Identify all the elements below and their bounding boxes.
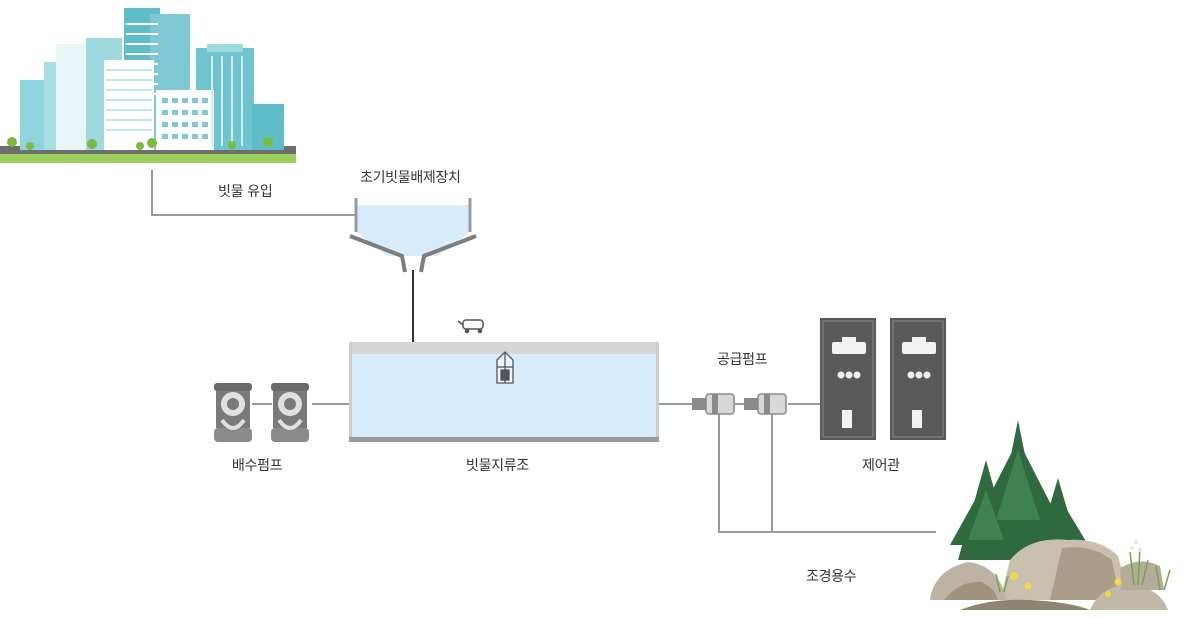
rain-inflow-label: 빗물 유입 <box>218 184 273 200</box>
supply-pump-label: 공급펌프 <box>717 352 768 368</box>
drain-pump-label: 배수펌프 <box>232 458 283 474</box>
first-flush-device-label: 초기빗물배제장치 <box>360 170 461 186</box>
drain-pump-icon <box>214 383 309 442</box>
garden-trees-icon <box>930 420 1171 610</box>
control-panel-icon <box>820 318 946 440</box>
float-valve-icon <box>496 351 514 384</box>
first-flush-device-icon <box>349 198 477 273</box>
supply-pump-icon <box>692 393 787 415</box>
control-panel-label: 제어관 <box>862 458 900 474</box>
landscape-water-label: 조경용수 <box>806 569 857 585</box>
sensor-icon <box>457 319 484 334</box>
pipe-network <box>151 170 936 533</box>
storage-tank-label: 빗물지류조 <box>466 458 529 474</box>
city-buildings-icon <box>0 8 296 163</box>
